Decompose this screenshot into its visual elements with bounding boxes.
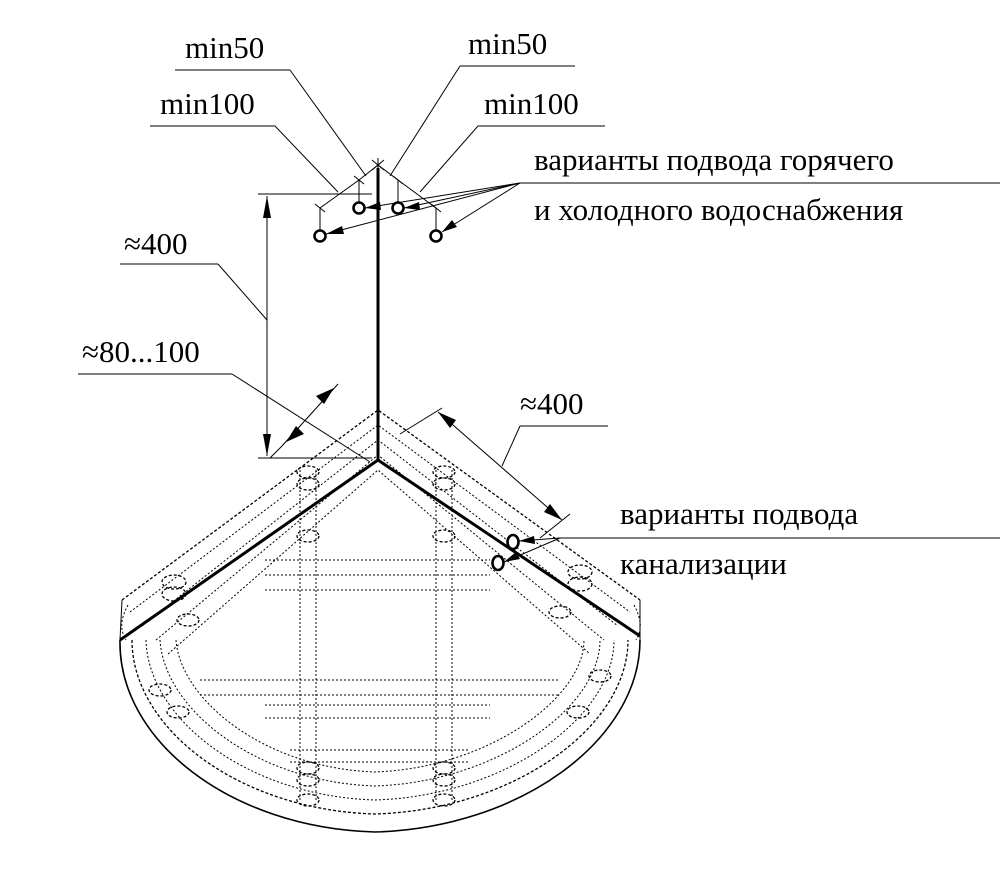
bathtub-body (119, 409, 641, 833)
bathtub-outer-rim (119, 639, 641, 833)
wall-line-left (119, 458, 379, 642)
supply-port-inner-right (391, 201, 405, 215)
label-supply-line1: варианты подвода горячего (534, 142, 894, 177)
supply-port-outer-right (429, 229, 443, 243)
dimension-labels: min50 min50 min100 min100 варианты подво… (82, 26, 903, 581)
label-min100-right: min100 (484, 86, 579, 121)
label-height-400: ≈400 (124, 226, 188, 261)
drain-port-lower (491, 554, 505, 572)
label-offset-80-100: ≈80...100 (82, 334, 200, 369)
drain-ports (491, 533, 520, 572)
label-min50-left: min50 (185, 30, 264, 65)
label-supply-line2: и холодного водоснабжения (534, 192, 903, 227)
supply-port-inner-left (352, 201, 366, 215)
label-min50-right: min50 (468, 26, 547, 61)
label-drain-line1: варианты подвода (620, 496, 858, 531)
drain-port-upper (506, 533, 520, 551)
supply-port-outer-left (313, 229, 327, 243)
label-side-400: ≈400 (520, 386, 584, 421)
water-supply-ports (313, 201, 443, 243)
label-drain-line2: канализации (620, 546, 787, 581)
label-min100-left: min100 (160, 86, 255, 121)
dimension-lines (78, 65, 1000, 563)
